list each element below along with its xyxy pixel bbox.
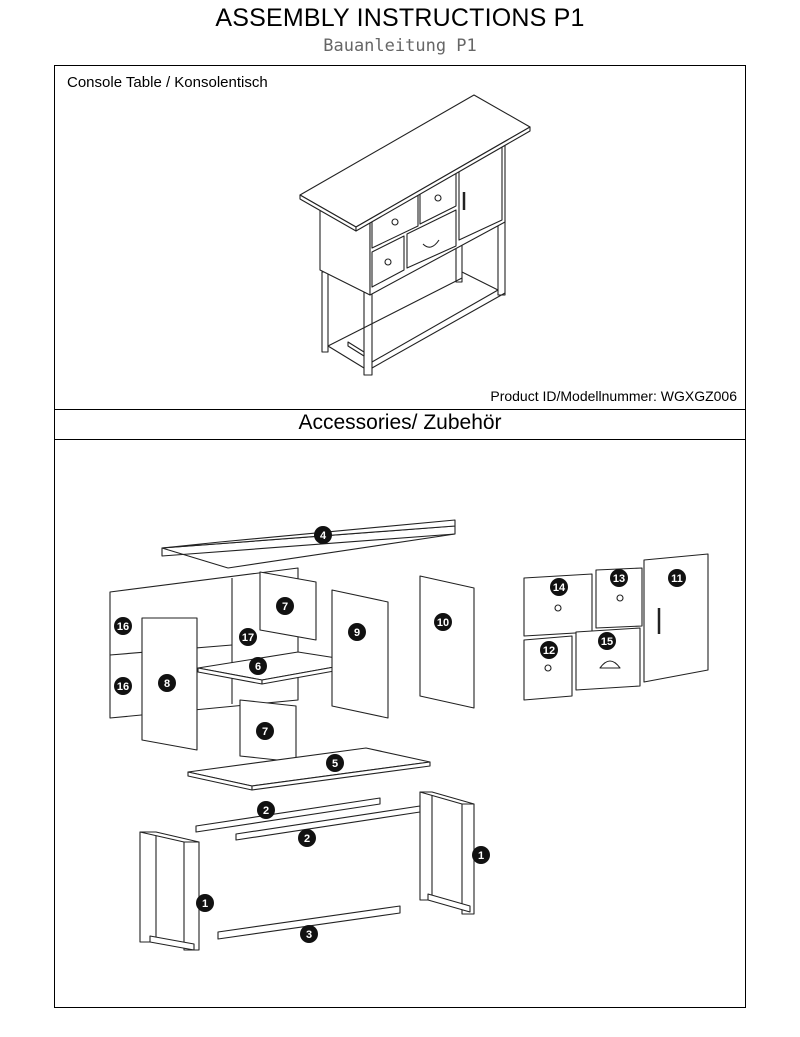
- part-marker-5: 5: [326, 754, 344, 772]
- svg-text:1: 1: [478, 850, 484, 862]
- page-subtitle: Bauanleitung P1: [323, 36, 477, 56]
- part-marker-10: 10: [434, 613, 452, 631]
- part-marker-7b: 7: [256, 722, 274, 740]
- assembled-table-drawing: [299, 94, 531, 376]
- svg-text:6: 6: [255, 661, 261, 673]
- section-divider-top: [55, 409, 745, 410]
- svg-text:3: 3: [306, 929, 312, 941]
- svg-text:5: 5: [332, 758, 338, 770]
- page-title: ASSEMBLY INSTRUCTIONS P1: [215, 4, 585, 32]
- svg-text:15: 15: [601, 636, 613, 648]
- part-marker-3: 3: [300, 925, 318, 943]
- part-marker-6: 6: [249, 657, 267, 675]
- product-name: Console Table / Konsolentisch: [67, 74, 268, 91]
- part-marker-4: 4: [314, 526, 332, 544]
- part-marker-8: 8: [158, 674, 176, 692]
- part-marker-15: 15: [598, 632, 616, 650]
- svg-text:9: 9: [354, 627, 360, 639]
- part-marker-12: 12: [540, 641, 558, 659]
- part-marker-16b: 16: [114, 677, 132, 695]
- part-marker-11: 11: [668, 569, 686, 587]
- svg-text:4: 4: [320, 530, 327, 542]
- svg-text:8: 8: [164, 678, 170, 690]
- part-marker-2a: 2: [257, 801, 275, 819]
- svg-text:2: 2: [304, 833, 310, 845]
- part-marker-16a: 16: [114, 617, 132, 635]
- svg-text:7: 7: [282, 601, 288, 613]
- svg-text:16: 16: [117, 681, 129, 693]
- part-marker-17: 17: [239, 628, 257, 646]
- part-marker-14: 14: [550, 578, 568, 596]
- exploded-parts-drawing: [109, 519, 709, 951]
- part-marker-1b: 1: [196, 894, 214, 912]
- svg-text:12: 12: [543, 645, 555, 657]
- part-marker-9: 9: [348, 623, 366, 641]
- product-id: Product ID/Modellnummer: WGXGZ006: [490, 388, 737, 404]
- svg-text:16: 16: [117, 621, 129, 633]
- svg-text:1: 1: [202, 898, 208, 910]
- svg-text:7: 7: [262, 726, 268, 738]
- svg-text:17: 17: [242, 632, 254, 644]
- section-divider-bottom: [55, 439, 745, 440]
- svg-text:13: 13: [613, 573, 625, 585]
- instruction-frame: Console Table / Konsolentisch Product ID…: [54, 65, 746, 1008]
- svg-text:14: 14: [553, 582, 566, 594]
- part-marker-7a: 7: [276, 597, 294, 615]
- accessories-title: Accessories/ Zubehör: [298, 411, 502, 434]
- svg-text:11: 11: [671, 573, 683, 585]
- svg-text:2: 2: [263, 805, 269, 817]
- svg-text:10: 10: [437, 617, 449, 629]
- part-marker-2b: 2: [298, 829, 316, 847]
- part-marker-1a: 1: [472, 846, 490, 864]
- part-marker-13: 13: [610, 569, 628, 587]
